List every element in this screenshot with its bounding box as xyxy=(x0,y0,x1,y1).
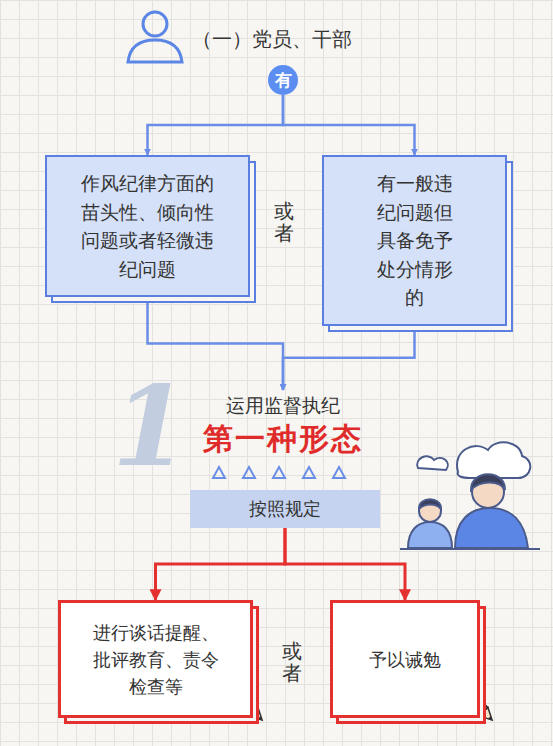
watermark-number: 1 xyxy=(112,372,189,482)
node-text: 进行谈话提醒、批评教育、责令检查等 xyxy=(89,619,222,700)
action-box: 予以诫勉 xyxy=(330,600,480,718)
node-text: 作风纪律方面的苗头性、倾向性问题或者轻微违纪问题 xyxy=(81,169,214,283)
action-box: 进行谈话提醒、批评教育、责令检查等 xyxy=(58,600,253,718)
node-text: 第一种形态 xyxy=(203,418,363,460)
person-icon xyxy=(128,12,182,62)
start-circle: 有 xyxy=(268,65,298,95)
node-text: 予以诫勉 xyxy=(369,646,441,673)
node-text: 有 xyxy=(275,72,292,89)
node-text: 按照规定 xyxy=(249,496,321,521)
flow-connector xyxy=(156,528,286,600)
flow-connector xyxy=(285,528,405,600)
flow-connector xyxy=(148,95,284,155)
heading: （一）党员、干部 xyxy=(192,26,352,53)
node-text: 有一般违纪问题但具备免予处分情形的 xyxy=(368,169,461,312)
or-label: 或者 xyxy=(282,640,302,684)
condition-box: 作风纪律方面的苗头性、倾向性问题或者轻微违纪问题 xyxy=(45,155,250,297)
or-label: 或者 xyxy=(274,200,294,244)
flow-connector xyxy=(283,95,415,155)
node-text: 运用监督执纪 xyxy=(226,392,340,419)
triangle-row xyxy=(213,467,345,478)
rule-band: 按照规定 xyxy=(190,490,380,528)
talk-illustration xyxy=(400,442,540,549)
flow-connector xyxy=(283,326,415,391)
condition-box: 有一般违纪问题但具备免予处分情形的 xyxy=(322,155,507,326)
